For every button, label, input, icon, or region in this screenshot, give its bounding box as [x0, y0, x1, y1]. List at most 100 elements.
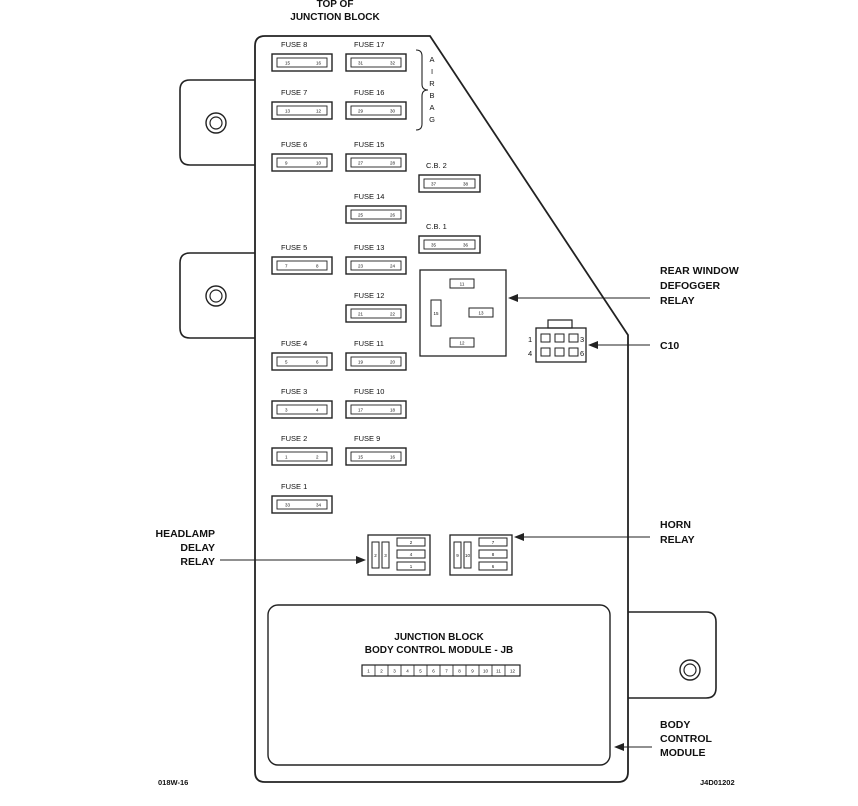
- airbag-letter: A: [429, 103, 434, 112]
- svg-text:25: 25: [358, 213, 364, 218]
- svg-text:12: 12: [459, 341, 465, 346]
- svg-text:19: 19: [358, 360, 364, 365]
- fuse-2: FUSE 2 1 2: [271, 434, 333, 466]
- rear-window-callout-arrow: [508, 294, 650, 302]
- circuit-breaker-1: C.B. 1 35 36: [418, 222, 481, 254]
- svg-text:22: 22: [390, 312, 396, 317]
- svg-text:FUSE 17: FUSE 17: [354, 40, 384, 49]
- fuse-17: FUSE 17 31 32: [345, 40, 407, 72]
- svg-text:10: 10: [483, 669, 489, 674]
- body-control-label-line3: MODULE: [660, 747, 706, 759]
- svg-text:9: 9: [285, 161, 288, 166]
- svg-text:10: 10: [316, 161, 322, 166]
- svg-text:2: 2: [316, 455, 319, 460]
- svg-text:C.B. 2: C.B. 2: [426, 161, 447, 170]
- svg-text:32: 32: [390, 61, 396, 66]
- fuse-6: FUSE 6 9 10: [271, 140, 333, 172]
- fuse-12: FUSE 12 21 22: [345, 291, 407, 323]
- svg-text:FUSE 6: FUSE 6: [281, 140, 307, 149]
- headlamp-label-line3: RELAY: [180, 556, 215, 568]
- svg-text:6: 6: [432, 669, 435, 674]
- horn-callout-arrow: [514, 533, 650, 541]
- svg-text:13: 13: [285, 109, 291, 114]
- svg-text:FUSE 8: FUSE 8: [281, 40, 307, 49]
- svg-text:6: 6: [316, 360, 319, 365]
- svg-text:5: 5: [285, 360, 288, 365]
- svg-text:37: 37: [431, 182, 437, 187]
- svg-text:7: 7: [492, 540, 495, 545]
- svg-text:FUSE 3: FUSE 3: [281, 387, 307, 396]
- bcm-title-line1: JUNCTION BLOCK: [394, 632, 484, 643]
- svg-text:16: 16: [316, 61, 322, 66]
- horn-label-line1: HORN: [660, 519, 691, 531]
- svg-text:4: 4: [316, 408, 319, 413]
- headlamp-label-line2: DELAY: [180, 542, 215, 554]
- fuse-7: FUSE 7 13 12: [271, 88, 333, 120]
- svg-text:8: 8: [316, 264, 319, 269]
- svg-text:FUSE 16: FUSE 16: [354, 88, 384, 97]
- bcm-title-line2: BODY CONTROL MODULE - JB: [365, 645, 514, 656]
- svg-text:5: 5: [419, 669, 422, 674]
- svg-text:38: 38: [463, 182, 469, 187]
- c10-connector: 1 4 3 6: [528, 319, 587, 363]
- svg-text:18: 18: [390, 408, 396, 413]
- svg-text:FUSE 10: FUSE 10: [354, 387, 384, 396]
- fuse-9: FUSE 9 15 16: [345, 434, 407, 466]
- headlamp-label-line1: HEADLAMP: [156, 528, 216, 540]
- svg-text:16: 16: [390, 455, 396, 460]
- rear-window-label-line1: REAR WINDOW: [660, 265, 739, 277]
- svg-text:11: 11: [496, 669, 501, 674]
- mounting-tab-mid-left: [179, 252, 255, 339]
- fuse-4: FUSE 4 5 6: [271, 339, 333, 371]
- fuse-1: FUSE 1 33 34: [271, 482, 333, 514]
- rear-window-label-line3: RELAY: [660, 295, 695, 307]
- fuse-5: FUSE 5 7 8: [271, 243, 333, 275]
- svg-text:10: 10: [465, 553, 471, 558]
- svg-text:12: 12: [316, 109, 322, 114]
- svg-text:15: 15: [285, 61, 291, 66]
- header-line1: TOP OF: [317, 0, 354, 10]
- headlamp-delay-relay: 2 3 2 4 1: [367, 534, 431, 576]
- airbag-letter: R: [429, 79, 435, 88]
- svg-text:20: 20: [390, 360, 396, 365]
- svg-text:1: 1: [410, 564, 413, 569]
- airbag-letter: B: [429, 91, 434, 100]
- svg-text:29: 29: [358, 109, 364, 114]
- svg-text:7: 7: [285, 264, 288, 269]
- svg-text:FUSE 12: FUSE 12: [354, 291, 384, 300]
- svg-text:21: 21: [358, 312, 364, 317]
- fuse-10: FUSE 10 17 18: [345, 387, 407, 419]
- circuit-breaker-2: C.B. 2 37 38: [418, 161, 481, 193]
- c10-pin-label: 1: [528, 335, 532, 344]
- rear-window-defogger-relay: 11 15 13 12: [419, 269, 507, 357]
- svg-text:30: 30: [390, 109, 396, 114]
- horn-label-line2: RELAY: [660, 534, 695, 546]
- headlamp-callout-arrow: [220, 556, 366, 564]
- body-control-label-line1: BODY: [660, 719, 690, 731]
- svg-text:9: 9: [456, 553, 459, 558]
- c10-pin-label: 6: [580, 349, 584, 358]
- svg-text:15: 15: [358, 455, 364, 460]
- svg-text:12: 12: [510, 669, 516, 674]
- svg-text:2: 2: [380, 669, 383, 674]
- fuse-3: FUSE 3 3 4: [271, 387, 333, 419]
- svg-text:1: 1: [367, 669, 370, 674]
- svg-text:FUSE 11: FUSE 11: [354, 339, 384, 348]
- svg-text:31: 31: [358, 61, 364, 66]
- svg-text:2: 2: [410, 540, 413, 545]
- svg-text:33: 33: [285, 503, 291, 508]
- svg-text:27: 27: [358, 161, 364, 166]
- fuse-11: FUSE 11 19 20: [345, 339, 407, 371]
- svg-text:1: 1: [285, 455, 288, 460]
- svg-text:15: 15: [433, 311, 439, 316]
- airbag-letter: G: [429, 115, 435, 124]
- svg-text:13: 13: [478, 311, 484, 316]
- svg-text:36: 36: [463, 243, 469, 248]
- fuse-16: FUSE 16 29 30: [345, 88, 407, 120]
- fuse-13: FUSE 13 23 24: [345, 243, 407, 275]
- svg-text:C.B. 1: C.B. 1: [426, 222, 447, 231]
- figure-code-left: 018W-16: [158, 778, 188, 787]
- svg-text:9: 9: [471, 669, 474, 674]
- bcm-connector: 1 2 3 4 5 6 7 8 9 10 11 12: [361, 664, 521, 677]
